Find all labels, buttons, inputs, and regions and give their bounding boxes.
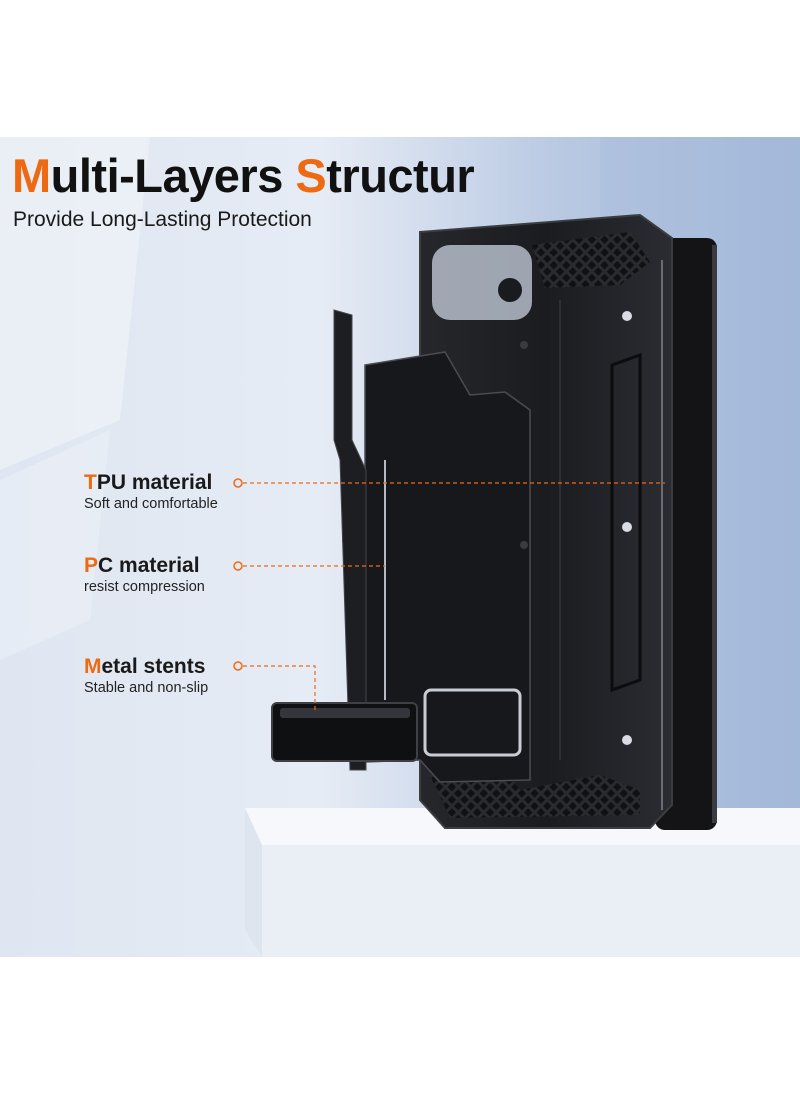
subheadline: Provide Long-Lasting Protection	[13, 208, 312, 231]
pedestal-front	[262, 845, 800, 957]
callout-tpu: TPU material Soft and comfortable	[84, 471, 218, 513]
callout-leaders	[233, 478, 665, 710]
button-hole	[520, 541, 528, 549]
screw-icon	[622, 311, 632, 321]
callout-title-rest: PU material	[96, 471, 213, 494]
light-beam	[0, 430, 110, 660]
callout-initial: M	[84, 655, 102, 678]
callout-title: PC material	[84, 554, 205, 578]
phone-case-illustration	[0, 137, 800, 957]
callout-description: Soft and comfortable	[84, 496, 218, 512]
headline-initial: M	[12, 149, 51, 202]
camera-lens	[498, 278, 522, 302]
callout-title: TPU material	[84, 471, 218, 495]
side-rail	[333, 309, 367, 771]
pc-shell-outline	[419, 213, 673, 829]
headline-initial: S	[295, 149, 327, 202]
callout-title: Metal stents	[84, 655, 208, 679]
headline-text: ulti-Layers	[50, 149, 296, 202]
callout-title-rest: C material	[98, 554, 200, 577]
callout-title-rest: etal stents	[101, 655, 206, 678]
top-bumper-texture	[532, 232, 650, 288]
headline-text: tructur	[326, 149, 475, 202]
pedestal-side	[245, 808, 262, 957]
screw-icon	[622, 522, 632, 532]
kickstand-frame	[423, 688, 522, 757]
callout-initial: P	[84, 554, 99, 577]
callout-pc: PC material resist compression	[84, 554, 205, 596]
callout-metal: Metal stents Stable and non-slip	[84, 655, 208, 697]
callout-description: Stable and non-slip	[84, 680, 209, 696]
side-grip	[610, 352, 642, 693]
callout-initial: T	[84, 471, 97, 494]
phone-edge	[712, 245, 717, 823]
light-beam	[0, 137, 150, 470]
callout-description: resist compression	[84, 579, 205, 595]
button-hole	[520, 341, 528, 349]
product-scene	[0, 137, 800, 957]
headline: Multi-Layers Structur	[12, 148, 475, 203]
stent-highlight	[280, 708, 410, 718]
screw-icon	[622, 735, 632, 745]
